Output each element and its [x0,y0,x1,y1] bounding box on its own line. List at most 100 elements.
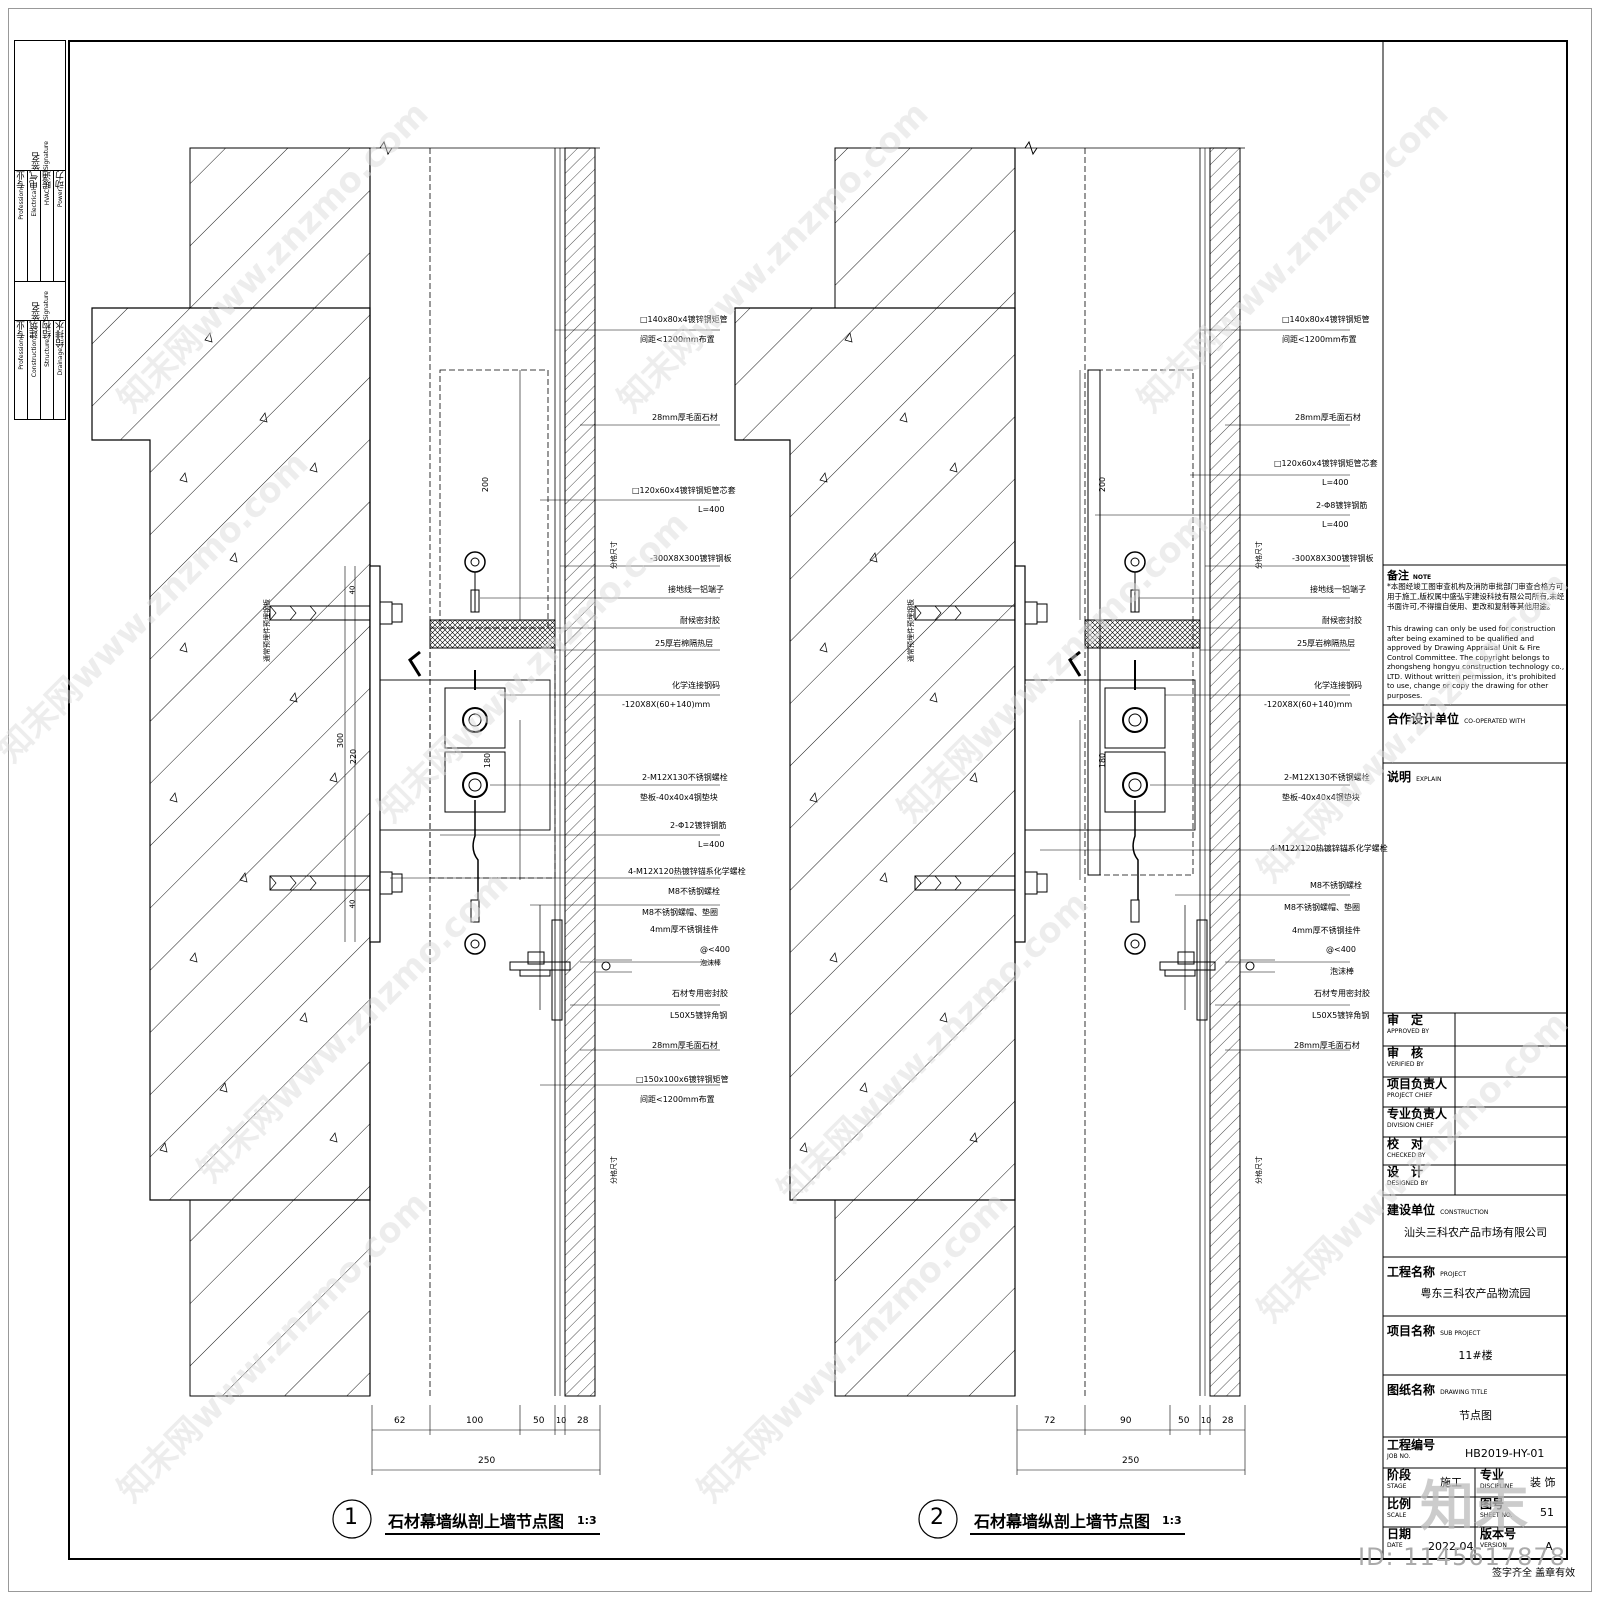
callout: 间距<1200mm布置 [640,335,715,344]
callout: -120X8X(60+140)mm [622,700,711,709]
bottom-dim: 90 [1120,1416,1132,1426]
total-dim: 250 [1122,1456,1140,1466]
callout: @<400 [700,945,730,954]
callout: 接地线一铝端子 [668,585,724,594]
bolt-head [1122,707,1148,733]
callout: 间距<1200mm布置 [1282,335,1357,344]
dimension-text: 200 [481,476,491,493]
callout: □120x60x4镀锌钢矩管芯套 [1274,459,1378,468]
upper-wall [189,147,371,309]
callout: 28mm厚毛面石材 [652,413,718,422]
role-project-chief: 项目负责人 PROJECT CHIEF [1387,1077,1448,1099]
stone-hanger [509,905,632,1021]
detail-1 [91,140,720,1539]
callout: M8不锈钢螺帽、垫圈 [1284,903,1360,912]
bottom-dim: 28 [1222,1416,1234,1426]
vertical-note: 分格尺寸 [610,1156,618,1184]
callout: -120X8X(60+140)mm [1264,700,1353,709]
role-division-chief: 专业负责人 DIVISION CHIEF [1387,1107,1448,1129]
callout: 28mm厚毛面石材 [652,1041,718,1050]
callout: M8不锈钢螺栓 [668,887,720,896]
detail-number: 1 [344,1505,358,1530]
version-label: 版本号 VERSION [1480,1527,1517,1549]
note-cn: *本图经竣工图审查机构及消防审批部门审查合格方可用于施工,版权属中盛弘宇建设科技… [1387,582,1565,611]
strip-block-bottom: 专业 Profession 建筑 Construction 结构 Structu… [15,321,66,419]
bottom-dim: 50 [1178,1416,1190,1426]
anchor-bolt [914,601,1048,625]
discipline-value: 装 饰 [1530,1476,1556,1489]
callout: 化学连接钢码 [672,681,720,690]
stone-hanger [1159,905,1275,1021]
stone-panel [564,147,596,1397]
bottom-dim: 10 [1201,1416,1212,1425]
steel-tube-upper [439,369,549,629]
concrete-slab [734,307,1016,1201]
callout: L=400 [1322,520,1349,529]
callout: □140x80x4镀锌钢矩管 [1282,315,1370,324]
rockwool-layer [1084,619,1201,649]
bolt-head [1122,772,1148,798]
detail-scale: 1:3 [1162,1514,1182,1527]
concrete-slab [91,307,371,1201]
construction-label: 建设单位 CONSTRUCTION [1387,1203,1489,1217]
dimension-text: 200 [1098,476,1108,493]
version-value: A [1545,1540,1553,1553]
footer-note: 签字齐全 盖章有效 [1492,1568,1576,1579]
vertical-note: 分格尺寸 [610,541,618,569]
connection-bracket [379,679,551,831]
strip-sign-cell: 签名 Signature [15,281,65,321]
detail-title: 石材幕墙纵剖上墙节点图 [388,1512,565,1531]
co-operated-label: 合作设计单位 CO-OPERATED WITH [1387,712,1526,726]
rebar-with-eyes [464,551,486,955]
bottom-dim: 50 [533,1416,545,1426]
callout: □150x100x6镀锌钢矩管 [636,1075,729,1084]
callout: 耐候密封胶 [680,616,720,625]
anchor-bolt [914,871,1048,895]
anchor-bolt [269,871,403,895]
title-block-frame [1382,40,1568,1560]
lower-wall [834,1199,1016,1397]
callout: 垫板-40x40x4钢垫块 [1282,793,1360,802]
callout: M8不锈钢螺帽、垫圈 [642,908,718,917]
side-note: 通常预埋件预埋钢板 [907,599,915,662]
embed-plate [1014,565,1026,943]
construction-value: 汕头三科农产品市场有限公司 [1404,1226,1547,1239]
note-en: This drawing can only be used for constr… [1387,624,1565,700]
job-value: HB2019-HY-01 [1465,1447,1545,1460]
scale-label: 比例 SCALE [1387,1497,1412,1519]
callout: 2-Φ12镀锌钢筋 [670,821,727,830]
callout: @<400 [1326,945,1356,954]
callout: 垫板-40x40x4钢垫块 [640,793,718,802]
callout: L50X5镀锌角钢 [1312,1011,1370,1020]
vertical-note: 分格尺寸 [1255,1156,1263,1184]
callout: 25厚岩棉隔热层 [655,639,714,648]
sheet-label: 图号 SHEET NO. [1480,1497,1513,1519]
note-title: 备注 NOTE [1387,569,1432,582]
callout: L=400 [698,505,725,514]
callout: L50X5镀锌角钢 [670,1011,728,1020]
detail-2 [734,140,1350,1539]
stage-value: 施工 [1440,1476,1462,1489]
rockwool-layer [429,619,556,649]
strip-block-top: 专业 Profession 电气 Electrical 暖通 HVAC 动力 P… [15,171,66,281]
bottom-dim: 72 [1044,1416,1056,1426]
callout: □120x60x4镀锌钢矩管芯套 [632,486,736,495]
strip-sign-cell: 签名 Signature [15,41,65,171]
date-value: 2022.04 [1428,1540,1474,1553]
dimension-text: 180 [483,752,493,769]
total-dim: 250 [478,1456,496,1466]
subproject-value: 11#楼 [1458,1349,1493,1362]
project-label: 工程名称 PROJECT [1387,1265,1467,1279]
callout: 石材专用密封胶 [672,989,728,998]
explain-label: 说明 EXPLAIN [1387,770,1442,784]
callout: 2-M12X130不锈钢螺栓 [1284,773,1370,782]
detail-title: 石材幕墙纵剖上墙节点图 [974,1512,1151,1531]
subproject-label: 项目名称 SUB PROJECT [1387,1324,1481,1338]
connection-bracket [1024,679,1196,831]
watermark-id: ID: 1145617878 [1358,1543,1566,1571]
drawing-title-label: 图纸名称 DRAWING TITLE [1387,1383,1488,1397]
callout: 28mm厚毛面石材 [1295,413,1361,422]
lower-wall [189,1199,371,1397]
sheet-value: 51 [1540,1506,1554,1519]
